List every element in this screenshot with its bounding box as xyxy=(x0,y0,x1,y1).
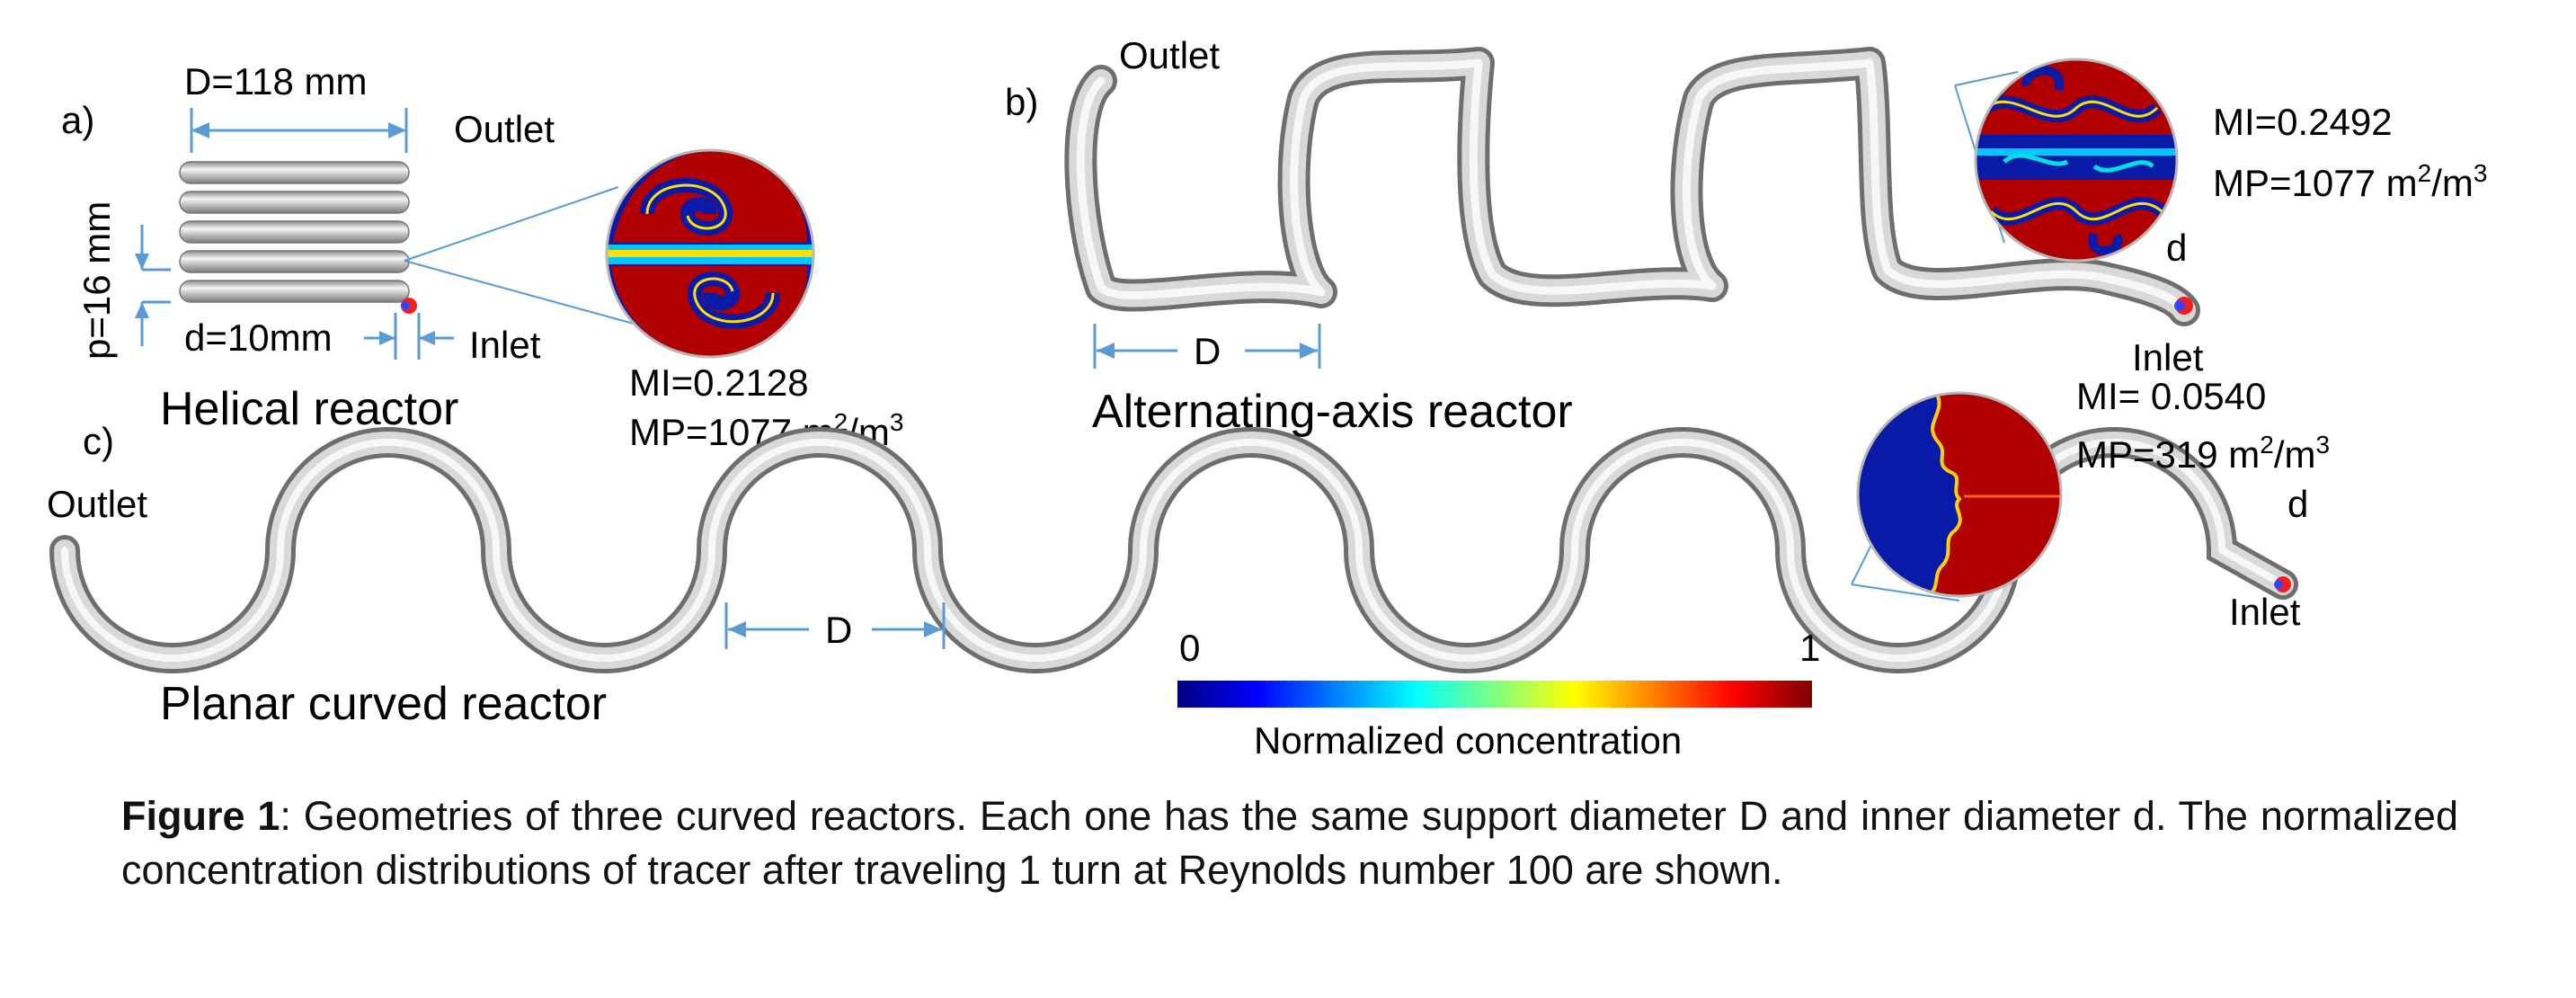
panel-b-inlet: Inlet xyxy=(2132,336,2204,379)
caption-label: Figure 1 xyxy=(121,793,280,839)
panel-c-outlet: Outlet xyxy=(47,483,147,525)
panel-c-letter: c) xyxy=(83,420,114,462)
panel-b-title: Alternating-axis reactor xyxy=(1092,386,1573,438)
panel-b-mp: MP=1077 m2/m3 xyxy=(2213,159,2487,204)
figure-caption: Figure 1: Geometries of three curved rea… xyxy=(121,789,2458,897)
colorbar-bar xyxy=(1177,681,1812,708)
planar-curved-tube xyxy=(49,427,2298,673)
panel-c-mp: MP=319 m2/m3 xyxy=(2076,431,2330,476)
panel-a-outlet: Outlet xyxy=(454,108,555,150)
panel-b-letter: b) xyxy=(1005,81,1038,123)
panel-a-title: Helical reactor xyxy=(160,383,458,435)
panel-a-letter: a) xyxy=(61,99,94,141)
panel-b: b) Outlet Inlet d D xyxy=(1005,34,2487,438)
panel-c-inlet: Inlet xyxy=(2229,591,2301,633)
panel-a-mi: MI=0.2128 xyxy=(629,361,809,404)
panel-c-d-marker: d xyxy=(2287,483,2308,525)
panel-b-D-marker: D xyxy=(1194,330,1221,372)
panel-b-mi: MI=0.2492 xyxy=(2213,101,2393,143)
panel-a: a) D=118 mm p=16 mm xyxy=(61,60,903,453)
colorbar-min-label: 0 xyxy=(1179,627,1200,669)
panel-b-d-marker: d xyxy=(2166,227,2187,269)
dimension-pitch-label: p=16 mm xyxy=(76,201,118,360)
panel-c-title: Planar curved reactor xyxy=(160,678,607,730)
concentration-field-a xyxy=(607,150,813,357)
colorbar-max-label: 1 xyxy=(1799,627,1820,669)
panel-b-outlet: Outlet xyxy=(1119,34,1220,76)
figure-canvas: a) D=118 mm p=16 mm xyxy=(47,34,2487,762)
concentration-field-c xyxy=(1858,393,2061,596)
caption-text: : Geometries of three curved reactors. E… xyxy=(121,793,2458,893)
dimension-D-label: D=118 mm xyxy=(184,60,367,102)
colorbar-title: Normalized concentration xyxy=(1254,719,1682,762)
panel-c: c) Outlet Inlet d D MI= 0.0540 xyxy=(47,375,2330,730)
colorbar: 0 1 Normalized concentration xyxy=(1177,627,1820,762)
alternating-axis-tube xyxy=(1064,47,2200,326)
panel-a-inlet: Inlet xyxy=(469,324,541,366)
concentration-field-b xyxy=(1976,59,2177,261)
dimension-d-label: d=10mm xyxy=(184,316,333,359)
panel-c-mi: MI= 0.0540 xyxy=(2076,375,2266,417)
helical-coil xyxy=(179,161,417,314)
panel-c-D-marker: D xyxy=(825,609,852,651)
